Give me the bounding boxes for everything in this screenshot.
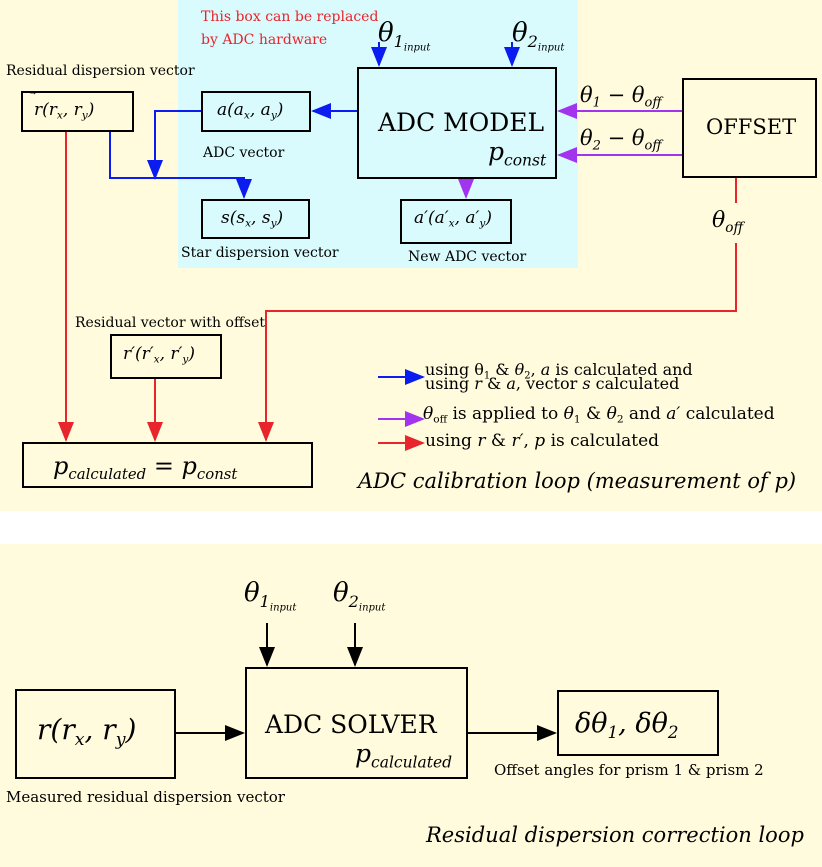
solver-theta2-input: θ2input: [333, 578, 386, 614]
hardware-note-line2: by ADC hardware: [201, 32, 328, 48]
p-calculated-box: [22, 442, 313, 488]
theta2-minus-offset-label: θ2 − θoff: [580, 126, 662, 154]
adc-vector-text: a(ax, ay): [217, 100, 284, 122]
adc-solver-p: pcalculated: [355, 739, 453, 772]
correction-loop-panel: [0, 544, 822, 867]
line-a-to-junction: [147, 110, 201, 180]
residual-offset-box: [110, 334, 222, 379]
residual-offset-label: Residual vector with offset: [75, 315, 265, 331]
p-calculated-text: pcalculated = pconst: [53, 452, 238, 484]
residual-vector-box: [21, 91, 134, 132]
solver-theta1-input: θ1input: [244, 578, 297, 614]
calibration-caption: ADC calibration loop (measurement of p): [358, 469, 797, 493]
correction-caption: Residual dispersion correction loop: [426, 823, 804, 847]
new-adc-vector-box: [400, 199, 512, 244]
theta2-input-label: θ2input: [512, 18, 565, 54]
hardware-note-line1: This box can be replaced: [201, 9, 379, 25]
measured-vector-box: [15, 689, 176, 779]
adc-solver-box: [245, 667, 468, 779]
offset-angles-label: Offset angles for prism 1 & prism 2: [494, 761, 764, 779]
theta-offset-label: θoff: [712, 208, 744, 236]
new-adc-vector-text: a′(a′x, a′y): [414, 208, 492, 230]
legend-blue-text: using θ1 & θ2, a is calculated and using…: [425, 360, 693, 393]
adc-vector-label: ADC vector: [203, 145, 285, 161]
star-vector-box: [201, 199, 310, 239]
arrow-thetaoff-to-p: [258, 243, 737, 442]
new-adc-vector-label: New ADC vector: [408, 249, 527, 265]
measured-vector-text: r(rx, ry): [37, 713, 137, 751]
star-vector-label: Star dispersion vector: [181, 245, 339, 261]
offset-angles-box: [557, 690, 719, 756]
legend-purple-text: θoff is applied to θ1 & θ2 and a′ calcul…: [423, 404, 775, 426]
measured-label: Measured residual dispersion vector: [6, 788, 285, 806]
residual-dispersion-label: Residual dispersion vector: [6, 63, 195, 79]
adc-model-box: [357, 67, 557, 179]
residual-offset-text: r′(r′x, r′y): [123, 344, 195, 366]
offset-angles-text: δθ1, δθ2: [575, 708, 679, 742]
offset-title: OFFSET: [706, 115, 797, 139]
adc-vector-box: [201, 91, 311, 132]
adc-model-title: ADC MODEL: [378, 108, 545, 137]
legend-red-text: using r & r′, p is calculated: [425, 431, 660, 451]
arrow-r-to-s: [109, 132, 252, 199]
residual-vector-text: r⃗(rx, ry): [34, 100, 95, 122]
offset-box: [682, 78, 817, 178]
star-vector-text: s(sx, sy): [221, 208, 284, 230]
theta1-minus-offset-label: θ1 − θoff: [580, 83, 662, 111]
adc-model-p: pconst: [488, 137, 547, 170]
adc-solver-title: ADC SOLVER: [265, 710, 437, 739]
theta1-input-label: θ1input: [378, 18, 431, 54]
